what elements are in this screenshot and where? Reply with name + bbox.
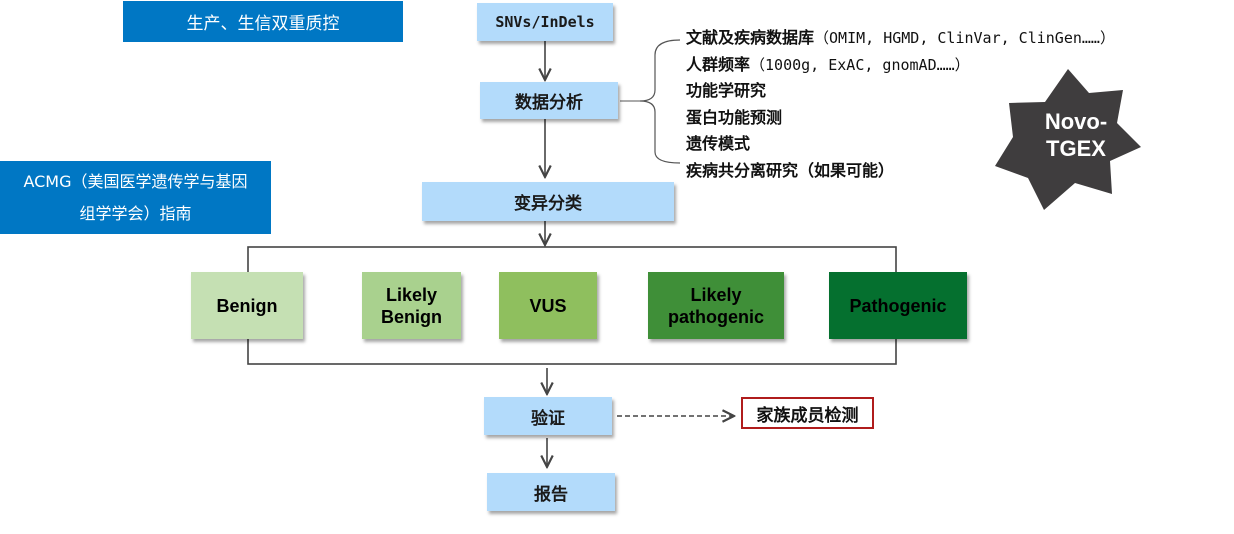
evidence-item: 人群频率（1000g, ExAC, gnomAD……）: [686, 54, 970, 74]
step-variant-classification[interactable]: 变异分类: [422, 182, 674, 221]
category-vus[interactable]: VUS: [499, 272, 597, 339]
step-validation[interactable]: 验证: [484, 397, 612, 435]
step-data-analysis[interactable]: 数据分析: [480, 82, 618, 119]
acmg-guideline-label: ACMG（美国医学遗传学与基因 组学学会）指南: [0, 161, 271, 234]
category-pathogenic[interactable]: Pathogenic: [829, 272, 967, 339]
evidence-item: 疾病共分离研究（如果可能）: [686, 160, 895, 180]
evidence-item: 蛋白功能预测: [686, 107, 783, 127]
evidence-item: 功能学研究: [686, 81, 767, 100]
evidence-item: 遗传模式: [686, 134, 751, 153]
novo-tgex-star-shape: [995, 69, 1141, 210]
acmg-line-2: 组学学会）指南: [79, 203, 192, 223]
brace: [639, 39, 681, 164]
novo-tgex-badge: Novo- TGEX: [1044, 109, 1108, 161]
step-input[interactable]: SNVs/InDels: [477, 3, 613, 41]
family-member-testing[interactable]: 家族成员检测: [741, 397, 874, 429]
step-report[interactable]: 报告: [487, 473, 615, 511]
evidence-item: 文献及疾病数据库（OMIM, HGMD, ClinVar, ClinGen……）: [686, 28, 1115, 47]
acmg-line-1: ACMG（美国医学遗传学与基因: [23, 171, 248, 191]
category-benign[interactable]: Benign: [191, 272, 303, 339]
qc-label: 生产、生信双重质控: [123, 1, 403, 42]
evidence-list: 文献及疾病数据库（OMIM, HGMD, ClinVar, ClinGen……）…: [686, 25, 1115, 184]
